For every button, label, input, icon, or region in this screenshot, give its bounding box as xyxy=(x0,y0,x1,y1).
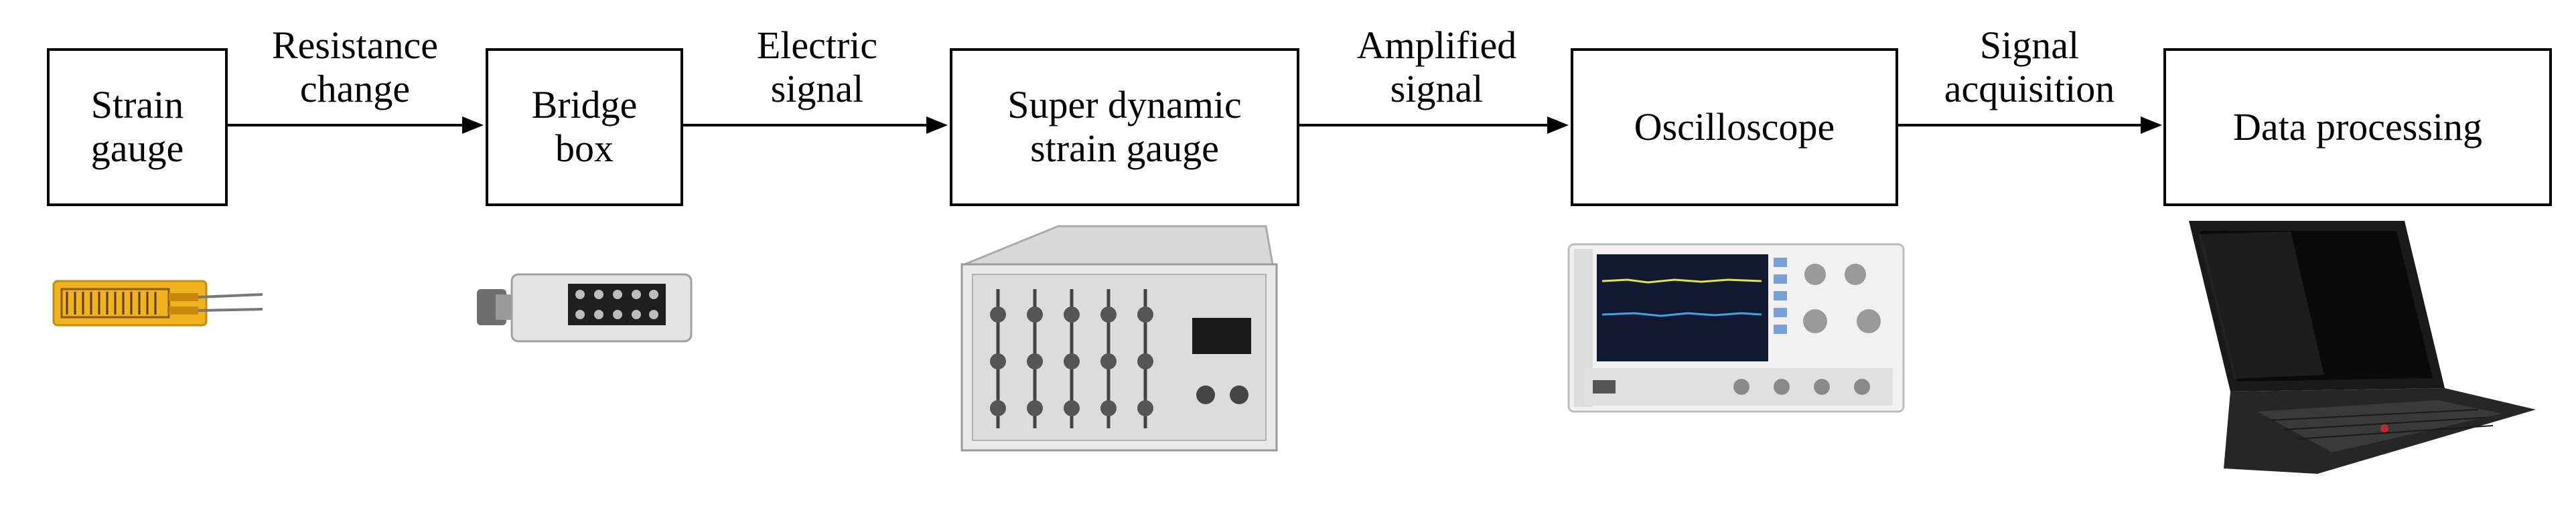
super-dynamic-label-line1: Super dynamic xyxy=(1007,83,1242,127)
oscilloscope-label: Oscilloscope xyxy=(1634,104,1835,149)
strain-gauge-photo xyxy=(52,280,263,327)
strain-gauge-label-line2: gauge xyxy=(90,126,184,170)
arrow-resistance-change xyxy=(228,116,484,134)
laptop-photo xyxy=(2189,221,2536,474)
super-dynamic-label-line2: strain gauge xyxy=(1030,126,1219,170)
bridge-box-photo xyxy=(477,273,693,343)
oscilloscope-photo xyxy=(1567,243,1905,413)
data-processing-label: Data processing xyxy=(2232,104,2483,149)
label-amplified-signal: Amplified signal xyxy=(1356,23,1517,110)
data-processing-box: Data processing xyxy=(2163,48,2552,206)
dynamic-strain-amplifier-photo xyxy=(960,225,1278,452)
strain-gauge-box: Strain gauge xyxy=(47,48,228,206)
label-signal-acquisition: Signal acquisition xyxy=(1944,23,2115,110)
bridge-box-box: Bridge box xyxy=(486,48,683,206)
super-dynamic-strain-gauge-box: Super dynamic strain gauge xyxy=(950,48,1299,206)
oscilloscope-box: Oscilloscope xyxy=(1571,48,1898,206)
strain-gauge-label-line1: Strain xyxy=(90,83,184,127)
label-resistance-change: Resistance change xyxy=(271,23,439,110)
label-electric-signal: Electric signal xyxy=(756,23,878,110)
arrow-amplified-signal xyxy=(1299,116,1569,134)
bridge-box-label-line2: box xyxy=(555,126,614,170)
arrow-signal-acquisition xyxy=(1898,116,2162,134)
bridge-box-label-line1: Bridge xyxy=(531,83,638,127)
arrow-electric-signal xyxy=(683,116,948,134)
